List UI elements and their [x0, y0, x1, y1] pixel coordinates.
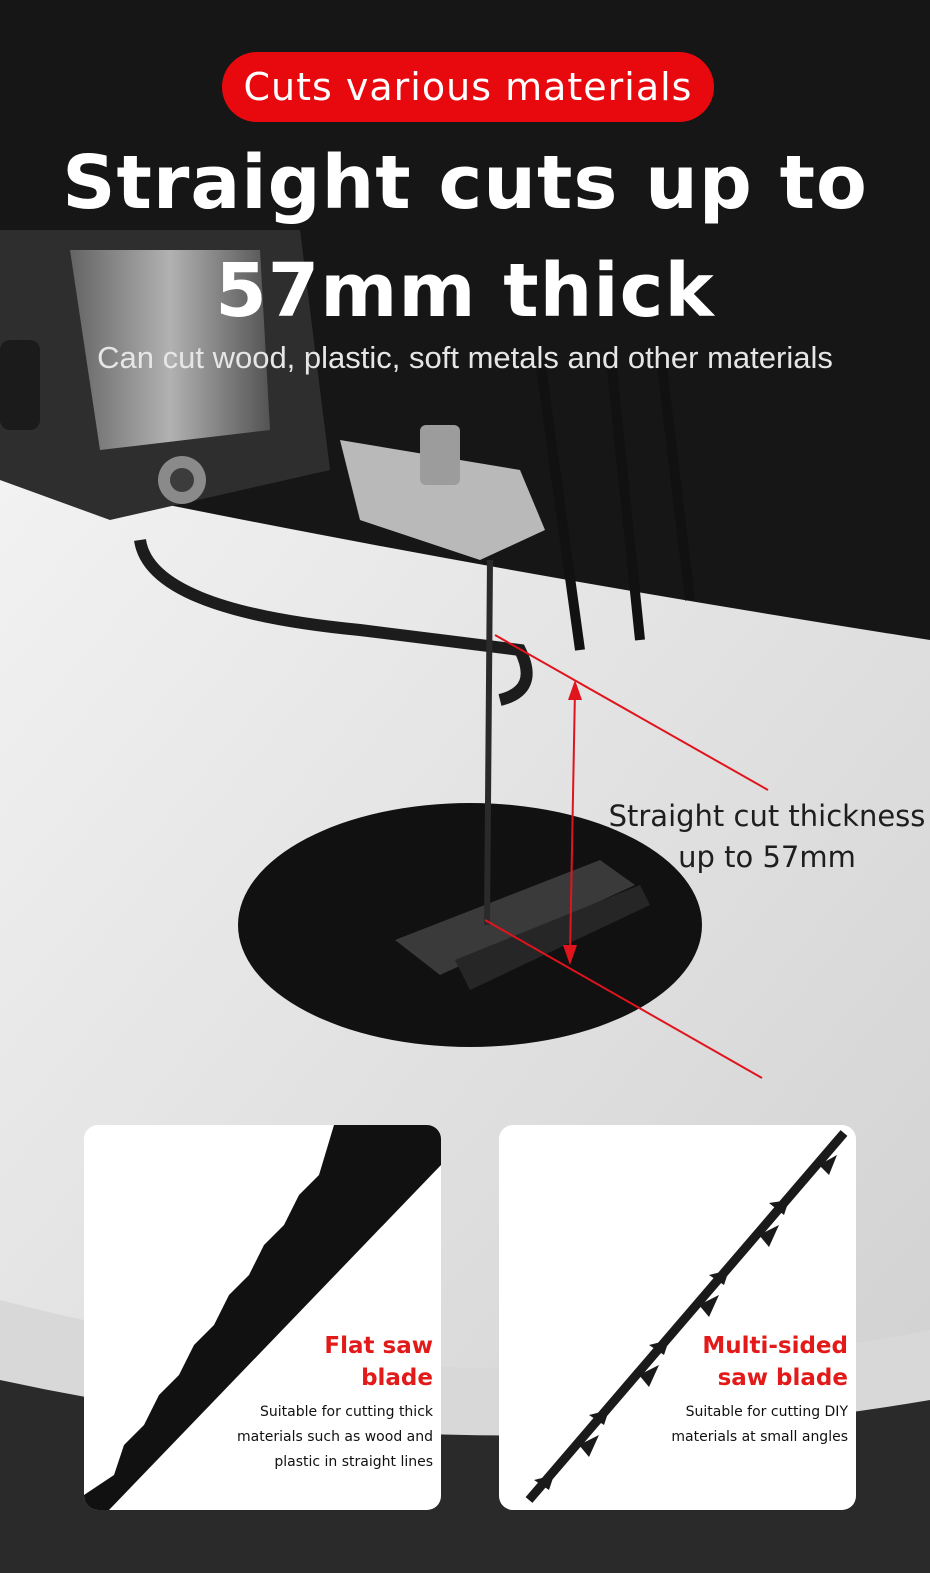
card-title: Multi-sided saw blade: [598, 1330, 848, 1394]
card-desc-line-1: Suitable for cutting DIY: [685, 1404, 848, 1420]
card-desc-line-2: materials at small angles: [671, 1429, 848, 1445]
flat-saw-blade-icon: [84, 1125, 441, 1510]
flat-saw-blade-card: Flat saw blade Suitable for cutting thic…: [84, 1125, 441, 1510]
card-desc-line-3: plastic in straight lines: [274, 1454, 433, 1470]
card-title: Flat saw blade: [183, 1330, 433, 1394]
card-desc-line-2: materials such as wood and: [237, 1429, 433, 1445]
subtitle: Can cut wood, plastic, soft metals and o…: [97, 340, 833, 375]
card-desc-line-1: Suitable for cutting thick: [260, 1404, 433, 1420]
card-title-line-2: saw blade: [717, 1365, 848, 1391]
card-description: Suitable for cutting thick materials suc…: [203, 1400, 433, 1475]
card-title-line-2: blade: [361, 1365, 433, 1391]
thickness-callout: Straight cut thickness up to 57mm: [607, 796, 927, 878]
multi-sided-saw-blade-icon: [525, 1130, 848, 1503]
headline-line-2: 57mm thick: [215, 248, 715, 334]
card-description: Suitable for cutting DIY materials at sm…: [618, 1400, 848, 1450]
category-badge: Cuts various materials: [222, 52, 714, 122]
callout-line-2: up to 57mm: [678, 840, 856, 874]
headline-line-1: Straight cuts up to: [62, 140, 868, 226]
card-title-line-1: Flat saw: [324, 1333, 433, 1359]
callout-line-1: Straight cut thickness: [608, 799, 926, 833]
multi-sided-saw-blade-card: Multi-sided saw blade Suitable for cutti…: [499, 1125, 856, 1510]
saw-blade: [484, 559, 493, 926]
card-title-line-1: Multi-sided: [702, 1333, 848, 1359]
